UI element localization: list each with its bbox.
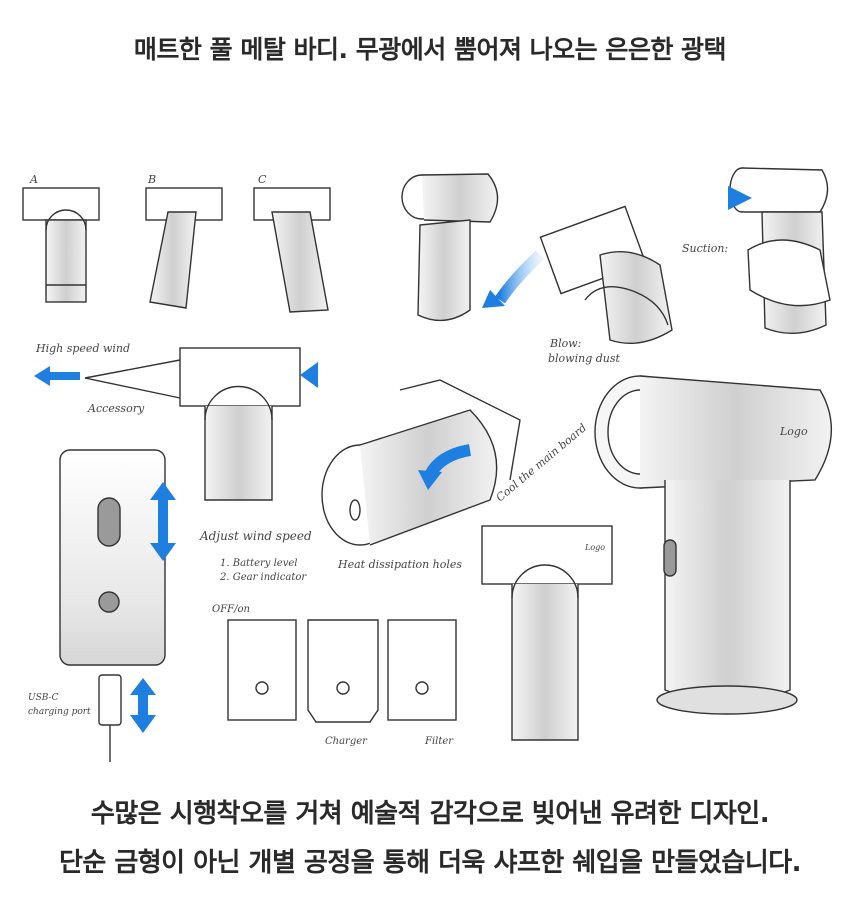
small-device-sketch <box>481 525 613 741</box>
annotation-suction: Suction: <box>682 242 728 255</box>
annotation-heat-holes: Heat dissipation holes <box>337 558 462 571</box>
annotation-cool-mainboard: Cool the main board <box>494 421 590 504</box>
annotation-blow: Blow: <box>549 337 581 350</box>
annotation-blow-sub: blowing dust <box>548 352 621 365</box>
airflow-arrows <box>34 186 752 733</box>
annotation-logo-large: Logo <box>779 425 808 438</box>
tilted-device-sketch <box>401 173 499 322</box>
variant-label-a: A <box>29 173 38 186</box>
annotation-high-speed-wind: High speed wind <box>35 342 130 355</box>
annotation-filter: Filter <box>424 736 454 747</box>
variant-c-sketch <box>253 187 331 313</box>
variant-a-sketch <box>22 187 100 303</box>
large-device-render <box>594 375 833 715</box>
annotation-gear-indicator: 2. Gear indicator <box>219 572 307 583</box>
variant-b-sketch <box>145 187 223 309</box>
bottom-caption-line-2: 단순 금형이 아닌 개별 공정을 통해 더욱 샤프한 쉐입을 만들었습니다. <box>58 848 802 878</box>
usb-cable-sketch <box>98 674 122 762</box>
variant-label-b: B <box>147 173 156 186</box>
annotation-logo-small: Logo <box>584 543 605 552</box>
annotation-usb-port-2: charging port <box>28 707 91 717</box>
annotation-adjust-wind: Adjust wind speed <box>199 529 312 543</box>
bottom-variant-1 <box>227 619 297 721</box>
annotation-charger: Charger <box>325 736 368 747</box>
bottom-variant-charger <box>307 619 379 723</box>
device-accessory-sketch <box>84 347 301 501</box>
bottom-variant-filter <box>387 619 457 721</box>
bottom-caption-line-1: 수많은 시행착오를 거쳐 예술적 감각으로 빚어낸 유려한 디자인. <box>90 799 770 829</box>
annotation-off-on: OFF/on <box>212 604 250 615</box>
side-detail-panel <box>59 449 166 666</box>
hand-suction-sketch <box>729 167 831 335</box>
variant-label-c: C <box>258 173 267 186</box>
annotation-accessory: Accessory <box>87 402 145 415</box>
annotation-battery-level: 1. Battery level <box>220 558 297 569</box>
top-caption: 매트한 풀 메탈 바디. 무광에서 뿜어져 나오는 은은한 광택 <box>133 35 727 64</box>
hand-blow-sketch <box>539 205 673 345</box>
annotation-usb-port-1: USB-C <box>28 693 59 703</box>
product-sketch-illustration: A B C Suction: Blow: blowing dust High s… <box>22 167 833 762</box>
angled-device-sketch <box>321 379 521 546</box>
